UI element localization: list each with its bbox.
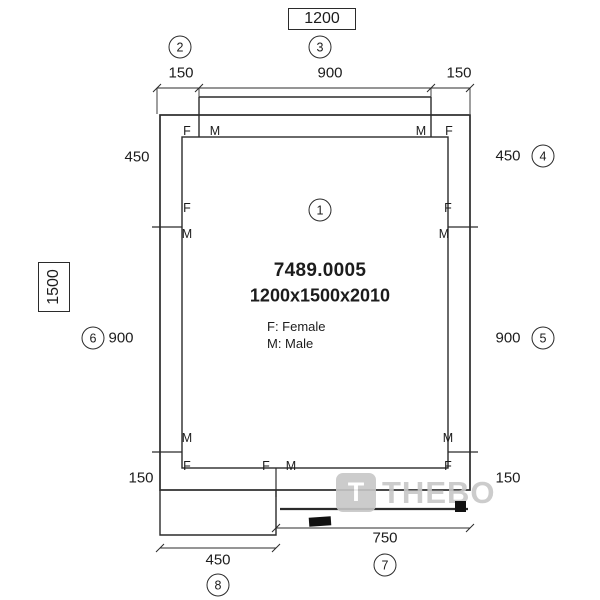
- dim-top-right: 150: [446, 64, 472, 82]
- joint-right-f: F: [444, 201, 452, 215]
- legend-female: F: Female: [267, 319, 326, 334]
- joint-left-m: M: [181, 227, 193, 241]
- dim-right-upper: 450: [495, 147, 521, 165]
- dim-bottom-panel: 450: [205, 551, 231, 569]
- panel8-dimension-ticks: [155, 543, 281, 553]
- left-wall-joints: [152, 226, 182, 453]
- top-panel-joints: [198, 97, 432, 137]
- joint-top-left-f: F: [183, 124, 191, 138]
- overall-width-box: 1200: [288, 8, 356, 30]
- joint-bottom-left-f: F: [183, 459, 191, 473]
- joint-top-right-m: M: [415, 124, 427, 138]
- balloon-6: 6: [81, 326, 105, 350]
- joint-top-left-m: M: [209, 124, 221, 138]
- legend-male: M: Male: [267, 336, 314, 351]
- dim-bottom-door: 750: [372, 529, 398, 547]
- wall-inner-outline: [181, 136, 449, 469]
- balloon-4: 4: [531, 144, 555, 168]
- dim-right-lower: 150: [495, 469, 521, 487]
- bottom-extension: [159, 490, 277, 536]
- door-handle-icon: [308, 516, 332, 527]
- joint-bottom-left-m: M: [181, 431, 193, 445]
- overall-width-value: 1200: [304, 10, 340, 27]
- overall-size: 1200x1500x2010: [249, 285, 391, 306]
- joint-bottom-center-m: M: [285, 459, 297, 473]
- joint-bottom-right-f: F: [444, 459, 452, 473]
- watermark-text: THEBO: [382, 474, 496, 510]
- overall-depth-box: 1500: [38, 262, 70, 312]
- dim-left-lower: 150: [128, 469, 154, 487]
- dim-top-left: 150: [168, 64, 194, 82]
- watermark-logo-letter: T: [347, 477, 365, 507]
- door-hinge-icon: [455, 501, 466, 512]
- right-wall-joints: [448, 226, 478, 453]
- dim-left-middle: 900: [108, 329, 134, 347]
- door-dimension-ticks: [271, 523, 475, 533]
- watermark: T THEBO: [336, 473, 496, 512]
- balloon-7: 7: [373, 553, 397, 577]
- dim-top-center: 900: [317, 64, 343, 82]
- balloon-1: 1: [308, 198, 332, 222]
- joint-top-right-f: F: [445, 124, 453, 138]
- top-extension-lines: [156, 88, 471, 114]
- joint-right-m: M: [438, 227, 450, 241]
- dim-left-upper: 450: [124, 148, 150, 166]
- watermark-logo-icon: T: [336, 473, 376, 512]
- dim-right-middle: 900: [495, 329, 521, 347]
- joint-bottom-right-m: M: [442, 431, 454, 445]
- balloon-5: 5: [531, 326, 555, 350]
- part-number: 7489.0005: [273, 260, 367, 281]
- balloon-3: 3: [308, 35, 332, 59]
- overall-depth-value: 1500: [45, 269, 62, 305]
- joint-left-f: F: [183, 201, 191, 215]
- wall-outer-outline: [159, 114, 471, 491]
- balloon-2: 2: [168, 35, 192, 59]
- joint-bottom-center-f: F: [262, 459, 270, 473]
- balloon-8: 8: [206, 573, 230, 597]
